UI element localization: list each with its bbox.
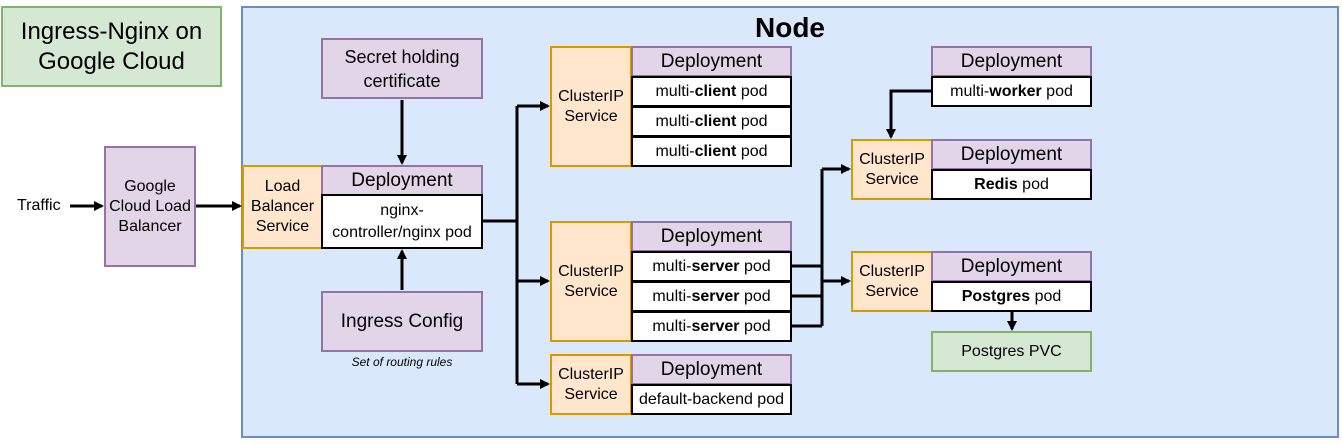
- arrow-worker-to-redis: [886, 89, 931, 139]
- backend-service-line1: ClusterIP: [558, 365, 624, 383]
- client-pod-1: multi-client pod: [631, 76, 792, 107]
- google-lb-line1: Google: [124, 177, 176, 195]
- server-service-line2: Service: [564, 282, 618, 300]
- client-pod-prefix: multi-: [655, 112, 695, 130]
- ingress-config-caption: Set of routing rules: [351, 355, 453, 369]
- client-service-line1: ClusterIP: [558, 87, 624, 105]
- lb-service-line1: Load: [264, 178, 301, 195]
- client-pod-bold: client: [694, 82, 737, 100]
- client-pod-bold: client: [694, 142, 737, 160]
- server-pod-bold: server: [691, 287, 740, 305]
- lb-service-line2: Balancer: [250, 198, 315, 215]
- diagram-title-line2: Google Cloud: [38, 47, 185, 75]
- server-pod-suffix: pod: [739, 257, 771, 275]
- worker-pod-prefix: multi-: [950, 82, 990, 100]
- secret-line1: Secret holding: [344, 46, 460, 67]
- server-pod-prefix: multi-: [652, 257, 692, 275]
- postgres-pod-suffix: pod: [1030, 287, 1062, 305]
- server-pod-2: multi-server pod: [631, 281, 792, 312]
- client-pod-2: multi-client pod: [631, 106, 792, 137]
- server-deployment-header: Deployment: [631, 221, 792, 252]
- client-clusterip-service: ClusterIP Service: [550, 46, 632, 167]
- redis-service-line2: Service: [865, 170, 919, 188]
- server-pod-prefix: multi-: [652, 287, 692, 305]
- redis-pod-suffix: pod: [1017, 175, 1049, 193]
- client-pod-suffix: pod: [736, 112, 768, 130]
- google-lb-line3: Balancer: [118, 217, 182, 235]
- postgres-clusterip-service: ClusterIP Service: [851, 251, 933, 312]
- backend-deployment-header: Deployment: [631, 354, 792, 385]
- server-pod-bold: server: [691, 317, 740, 335]
- client-pod-3: multi-client pod: [631, 136, 792, 167]
- worker-pod-suffix: pod: [1041, 82, 1073, 100]
- default-backend-pod: default-backend pod: [631, 384, 792, 415]
- traffic-label: Traffic: [17, 197, 61, 214]
- server-service-line1: ClusterIP: [558, 262, 624, 280]
- nginx-pod-line1: nginx-: [380, 201, 424, 219]
- secret-certificate: Secret holding certificate: [321, 38, 483, 99]
- postgres-service-line2: Service: [865, 282, 919, 300]
- postgres-pod: Postgres pod: [931, 281, 1092, 312]
- client-pod-suffix: pod: [736, 142, 768, 160]
- server-pod-suffix: pod: [739, 317, 771, 335]
- diagram-title-box: Ingress-Nginx on Google Cloud: [1, 6, 222, 87]
- secret-line2: certificate: [363, 70, 441, 91]
- server-pod-1: multi-server pod: [631, 251, 792, 282]
- nginx-pod-line2: controller/nginx pod: [332, 223, 472, 241]
- server-pod-prefix: multi-: [652, 317, 692, 335]
- lb-service-line3: Service: [255, 218, 310, 235]
- redis-clusterip-service: ClusterIP Service: [851, 139, 933, 200]
- client-service-line2: Service: [564, 107, 618, 125]
- postgres-pod-bold: Postgres: [961, 287, 1031, 305]
- node-title: Node: [755, 12, 825, 43]
- client-pod-bold: client: [694, 112, 737, 130]
- server-pod-3: multi-server pod: [631, 311, 792, 342]
- client-pod-prefix: multi-: [655, 142, 695, 160]
- postgres-service-line1: ClusterIP: [859, 262, 925, 280]
- postgres-pvc: Postgres PVC: [931, 331, 1092, 372]
- server-pod-suffix: pod: [739, 287, 771, 305]
- load-balancer-service: Load Balancer Service: [242, 165, 323, 249]
- worker-pod-bold: worker: [989, 82, 1042, 100]
- google-lb-line2: Cloud Load: [109, 197, 191, 215]
- redis-service-line1: ClusterIP: [859, 150, 925, 168]
- server-pod-bold: server: [691, 257, 740, 275]
- client-pod-suffix: pod: [736, 82, 768, 100]
- ingress-config: Ingress Config: [321, 291, 483, 352]
- backend-clusterip-service: ClusterIP Service: [550, 354, 632, 415]
- worker-pod: multi-worker pod: [931, 76, 1092, 107]
- google-cloud-load-balancer: Google Cloud Load Balancer: [104, 146, 196, 267]
- backend-service-line2: Service: [564, 385, 618, 403]
- diagram-title-line1: Ingress-Nginx on: [20, 17, 203, 45]
- redis-pod-bold: Redis: [974, 175, 1018, 193]
- nginx-controller-pod: nginx- controller/nginx pod: [321, 194, 483, 249]
- client-pod-prefix: multi-: [655, 82, 695, 100]
- redis-pod: Redis pod: [931, 169, 1092, 200]
